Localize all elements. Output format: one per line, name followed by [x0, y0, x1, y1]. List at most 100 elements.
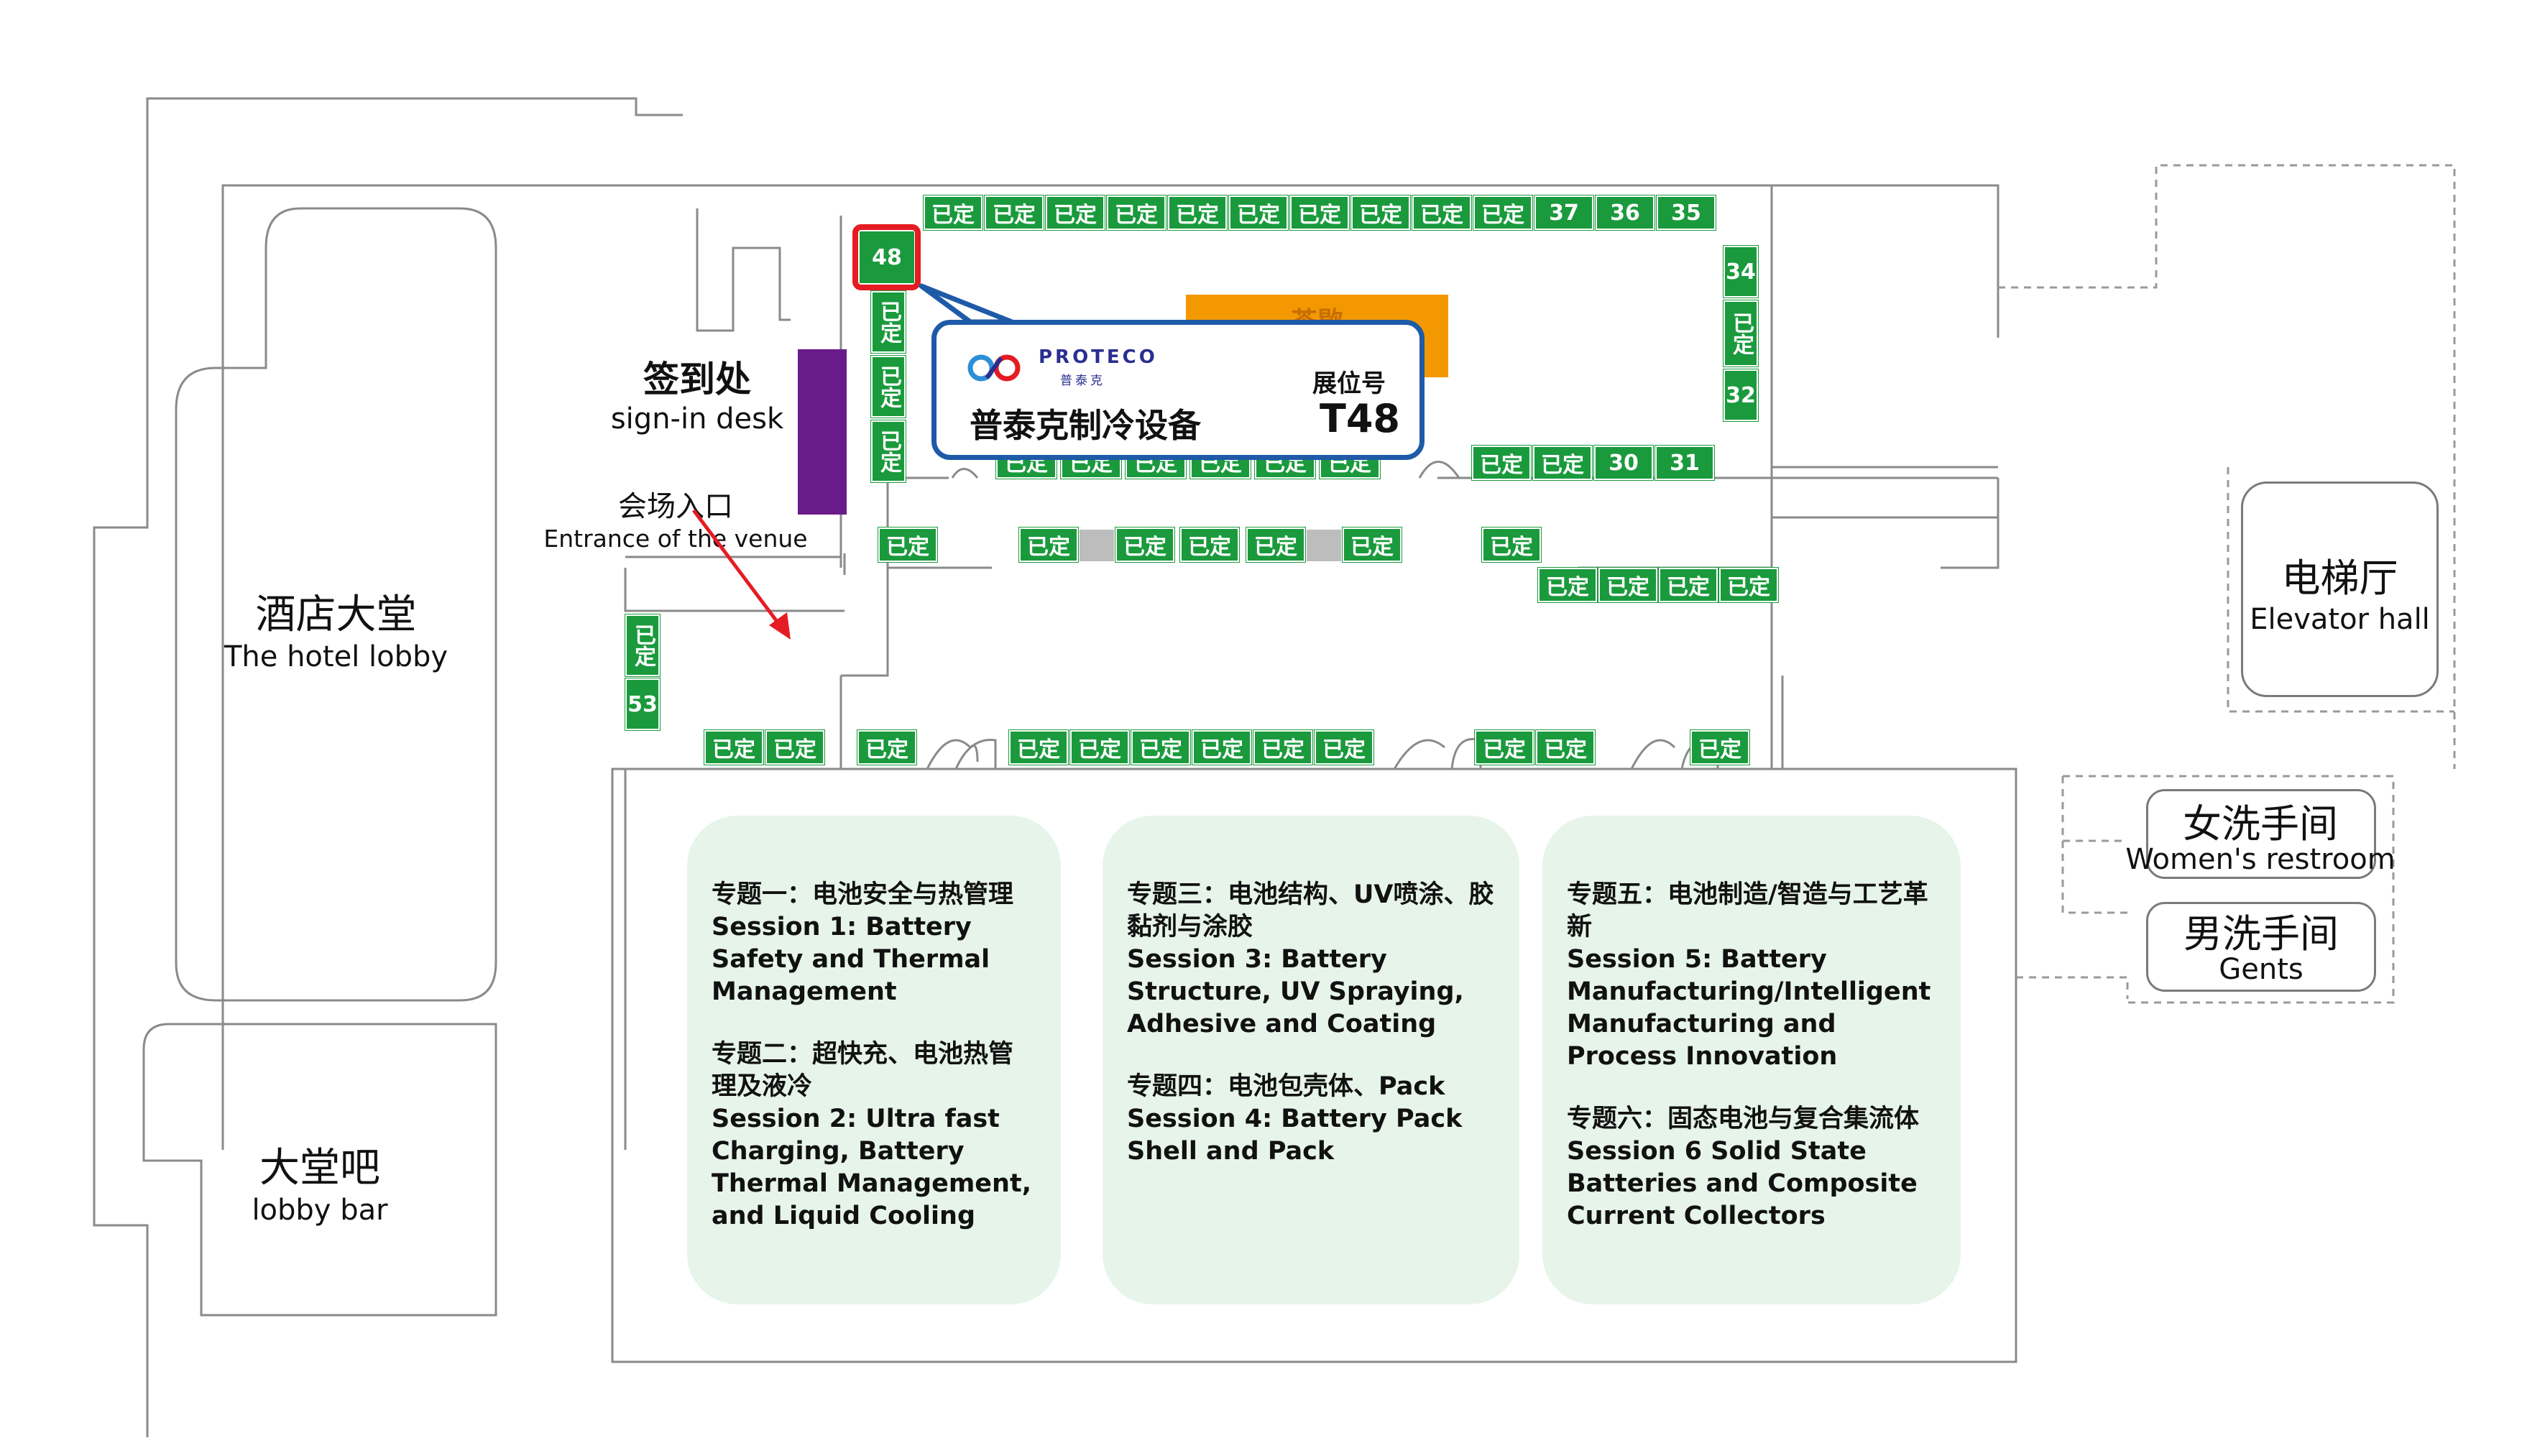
- booth-reserved[interactable]: 已定: [1018, 527, 1079, 563]
- elevator-hall-label: 电梯厅 Elevator hall: [2241, 546, 2439, 636]
- session-2-text: 专题二：超快充、电池热管理及液冷 Session 2: Ultra fast C…: [712, 1038, 1036, 1232]
- entrance-label: 会场入口 Entrance of the venue: [525, 483, 827, 553]
- elevator-hall-room: [2241, 482, 2439, 697]
- booth-reserved[interactable]: 已定: [1718, 567, 1779, 603]
- hotel-lobby-cn: 酒店大堂: [255, 591, 417, 638]
- booth-reserved[interactable]: 已定: [1069, 729, 1130, 765]
- signin-en: sign-in desk: [610, 402, 784, 436]
- booth-53[interactable]: 53: [625, 678, 661, 731]
- booth-reserved[interactable]: 已定: [870, 290, 906, 354]
- signin-cn: 签到处: [643, 359, 751, 400]
- session-3-cn: 专题三：电池结构、UV喷涂、胶黏剂与涂胶: [1127, 880, 1494, 941]
- session-card-3: 专题五：电池制造/智造与工艺革新 Session 5: Battery Manu…: [1542, 816, 1961, 1304]
- booth-reserved[interactable]: 已定: [1167, 195, 1228, 231]
- lobby-bar-label: 大堂吧 lobby bar: [176, 1135, 464, 1227]
- booth-reserved[interactable]: 已定: [1481, 527, 1542, 563]
- logo-text: PROTECO: [1039, 346, 1158, 368]
- booth-reserved[interactable]: 已定: [857, 729, 917, 765]
- booth-reserved[interactable]: 已定: [625, 614, 661, 677]
- booth-reserved[interactable]: 已定: [1314, 729, 1374, 765]
- booth-reserved[interactable]: 已定: [1131, 729, 1191, 765]
- booth-reserved[interactable]: 已定: [1537, 567, 1598, 603]
- booth-reserved[interactable]: 已定: [1471, 445, 1532, 481]
- womens-restroom-en: Women's restroom: [2125, 843, 2396, 876]
- session-6-cn: 专题六：固态电池与复合集流体: [1567, 1105, 1920, 1133]
- signin-label: 签到处 sign-in desk: [597, 351, 798, 436]
- booth-37[interactable]: 37: [1534, 195, 1594, 231]
- booth-number-value: T48: [1320, 396, 1400, 441]
- booth-reserved[interactable]: 已定: [1192, 729, 1252, 765]
- booth-31[interactable]: 31: [1655, 445, 1715, 481]
- booth-reserved[interactable]: 已定: [1289, 195, 1350, 231]
- booth-reserved[interactable]: 已定: [878, 527, 938, 563]
- booth-30[interactable]: 30: [1593, 445, 1654, 481]
- session-2-cn: 专题二：超快充、电池热管理及液冷: [712, 1040, 1014, 1101]
- session-6-en: Session 6 Solid State Batteries and Comp…: [1567, 1137, 1918, 1230]
- lobby-bar-en: lobby bar: [252, 1194, 388, 1227]
- booth-number-title: 展位号: [1312, 369, 1386, 398]
- proteco-logo-icon: [967, 354, 1021, 382]
- booth-36[interactable]: 36: [1595, 195, 1655, 231]
- womens-restroom-label: 女洗手间 Women's restroom: [2124, 792, 2397, 876]
- booth-reserved[interactable]: 已定: [923, 195, 983, 231]
- booth-reserved[interactable]: 已定: [1115, 527, 1175, 563]
- booth-reserved[interactable]: 已定: [870, 420, 906, 483]
- session-6-text: 专题六：固态电池与复合集流体 Session 6 Solid State Bat…: [1567, 1103, 1936, 1232]
- booth-48[interactable]: 48: [857, 229, 916, 285]
- logo-subtext: 普泰克: [1060, 374, 1105, 388]
- signin-desk: [798, 349, 847, 515]
- booth-48-highlight: [852, 224, 921, 290]
- session-5-cn: 专题五：电池制造/智造与工艺革新: [1567, 880, 1928, 941]
- booth-reserved[interactable]: 已定: [1598, 567, 1658, 603]
- booth-reserved[interactable]: 已定: [984, 195, 1044, 231]
- booth-reserved-text: 已定: [876, 300, 901, 344]
- elevator-hall-en: Elevator hall: [2250, 603, 2430, 636]
- exhibitor-callout[interactable]: PROTECO 普泰克 普泰克制冷设备 展位号 T48: [931, 320, 1425, 460]
- booth-reserved[interactable]: 已定: [1228, 195, 1289, 231]
- session-1-en: Session 1: Battery Safety and Thermal Ma…: [712, 913, 990, 1006]
- booth-reserved[interactable]: 已定: [704, 729, 764, 765]
- booth-reserved[interactable]: 已定: [1253, 729, 1313, 765]
- booth-reserved[interactable]: 已定: [1045, 195, 1105, 231]
- womens-restroom-room: [2146, 789, 2376, 879]
- session-1-text: 专题一：电池安全与热管理 Session 1: Battery Safety a…: [712, 879, 1036, 1008]
- hotel-lobby-label: 酒店大堂 The hotel lobby: [176, 582, 496, 673]
- session-2-en: Session 2: Ultra fast Charging, Battery …: [712, 1105, 1031, 1230]
- booth-reserved[interactable]: 已定: [1179, 527, 1240, 563]
- booth-reserved-text: 已定: [876, 365, 901, 408]
- booth-reserved[interactable]: 已定: [1106, 195, 1166, 231]
- booth-reserved[interactable]: 已定: [1008, 729, 1069, 765]
- session-3-text: 专题三：电池结构、UV喷涂、胶黏剂与涂胶 Session 3: Battery …: [1127, 879, 1495, 1041]
- session-card-1: 专题一：电池安全与热管理 Session 1: Battery Safety a…: [687, 816, 1061, 1304]
- booth-reserved[interactable]: 已定: [1350, 195, 1411, 231]
- booth-reserved[interactable]: 已定: [1535, 729, 1596, 765]
- session-3-en: Session 3: Battery Structure, UV Sprayin…: [1127, 945, 1464, 1038]
- booth-reserved-text: 已定: [1729, 312, 1754, 355]
- company-name: 普泰克制冷设备: [970, 406, 1201, 445]
- booth-reserved[interactable]: 已定: [1532, 445, 1593, 481]
- session-1-cn: 专题一：电池安全与热管理: [712, 880, 1014, 909]
- booth-reserved[interactable]: 已定: [1342, 527, 1402, 563]
- womens-restroom-cn: 女洗手间: [2183, 801, 2338, 847]
- booth-35[interactable]: 35: [1656, 195, 1716, 231]
- booth-reserved[interactable]: 已定: [870, 355, 906, 418]
- gents-cn: 男洗手间: [2183, 911, 2339, 957]
- gents-en: Gents: [2219, 953, 2304, 986]
- lobby-bar-cn: 大堂吧: [259, 1145, 380, 1192]
- session-4-en: Session 4: Battery Pack Shell and Pack: [1127, 1105, 1463, 1166]
- booth-reserved[interactable]: 已定: [1690, 729, 1750, 765]
- booth-reserved[interactable]: 已定: [1412, 195, 1472, 231]
- booth-reserved[interactable]: 已定: [1474, 729, 1534, 765]
- booth-reserved[interactable]: 已定: [1246, 527, 1306, 563]
- booth-reserved[interactable]: 已定: [1473, 195, 1533, 231]
- session-4-cn: 专题四：电池包壳体、Pack: [1127, 1072, 1445, 1101]
- booth-reserved[interactable]: 已定: [765, 729, 825, 765]
- booth-32[interactable]: 32: [1723, 369, 1759, 422]
- booth-reserved[interactable]: 已定: [1723, 300, 1759, 367]
- booth-34[interactable]: 34: [1723, 245, 1759, 298]
- session-4-text: 专题四：电池包壳体、Pack Session 4: Battery Pack S…: [1127, 1071, 1495, 1168]
- booth-reserved[interactable]: 已定: [1658, 567, 1718, 603]
- entrance-en: Entrance of the venue: [543, 525, 808, 553]
